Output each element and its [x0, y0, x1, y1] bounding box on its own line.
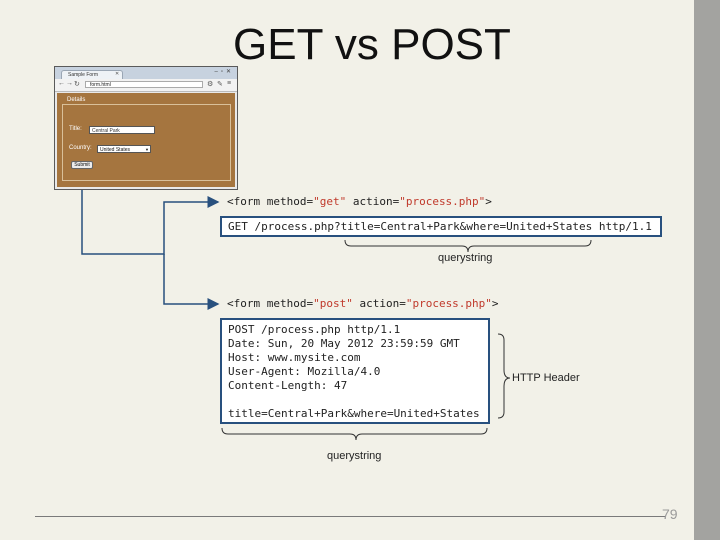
back-icon[interactable]: ←: [58, 80, 65, 87]
country-select-value: United States: [100, 147, 131, 153]
post-request-line-5: Content-Length: 47: [228, 379, 348, 392]
address-bar[interactable]: form.html: [85, 81, 203, 88]
address-bar-text: form.html: [90, 82, 111, 88]
details-fieldset: [62, 104, 231, 181]
submit-button[interactable]: Submit: [71, 161, 93, 169]
reload-icon[interactable]: ↻: [74, 81, 80, 88]
page-number: 79: [662, 506, 678, 522]
get-connector: [81, 190, 220, 255]
browser-window: Sample Form ✕ ‒▫✕ ← → ↻ form.html ⚙ ✎ ≡ …: [54, 66, 238, 190]
details-legend: Details: [65, 97, 88, 103]
browser-tab-bar: Sample Form ✕ ‒▫✕: [55, 67, 237, 79]
page-content: Details Title: Central Park Country: Uni…: [57, 93, 235, 187]
tab-close-icon[interactable]: ✕: [115, 71, 120, 77]
title-input[interactable]: Central Park: [89, 126, 155, 134]
settings-icon[interactable]: ⚙: [207, 81, 214, 88]
menu-icon[interactable]: ≡: [227, 80, 232, 87]
post-http-header-brace: [497, 333, 511, 419]
title-label: Title:: [69, 126, 82, 132]
country-select[interactable]: United States ▼: [97, 145, 151, 153]
post-form-tag: <form method="post" action="process.php"…: [227, 297, 499, 310]
post-request-line-1: POST /process.php http/1.1: [228, 323, 401, 336]
get-request-line: GET /process.php?title=Central+Park&wher…: [228, 220, 652, 233]
browser-tab-title: Sample Form: [68, 72, 99, 78]
get-querystring-brace: [344, 239, 592, 253]
post-request-body: title=Central+Park&where=United+States: [228, 407, 480, 420]
post-connector: [163, 254, 220, 310]
forward-icon[interactable]: →: [66, 80, 73, 87]
post-request-line-2: Date: Sun, 20 May 2012 23:59:59 GMT: [228, 337, 460, 350]
slide-right-bar: [694, 0, 720, 540]
post-request-line-3: Host: www.mysite.com: [228, 351, 361, 364]
get-form-tag: <form method="get" action="process.php">: [227, 195, 492, 208]
country-label: Country:: [69, 145, 92, 151]
post-request-line-4: User-Agent: Mozilla/4.0: [228, 365, 381, 378]
get-querystring-label: querystring: [438, 252, 493, 264]
footer-divider: [35, 516, 665, 517]
browser-tab[interactable]: Sample Form: [61, 70, 123, 79]
chevron-down-icon: ▼: [145, 147, 149, 152]
browser-nav-bar: ← → ↻ form.html ⚙ ✎ ≡: [55, 79, 237, 92]
tools-icon[interactable]: ✎: [217, 81, 223, 88]
window-controls-icon[interactable]: ‒▫✕: [214, 69, 234, 75]
post-request-box: POST /process.php http/1.1 Date: Sun, 20…: [220, 318, 490, 424]
post-querystring-label: querystring: [327, 450, 382, 462]
slide-title: GET vs POST: [233, 20, 511, 69]
get-request-box: GET /process.php?title=Central+Park&wher…: [220, 216, 662, 237]
http-header-label: HTTP Header: [512, 372, 580, 384]
post-querystring-brace: [221, 427, 488, 441]
title-input-value: Central Park: [92, 128, 120, 134]
